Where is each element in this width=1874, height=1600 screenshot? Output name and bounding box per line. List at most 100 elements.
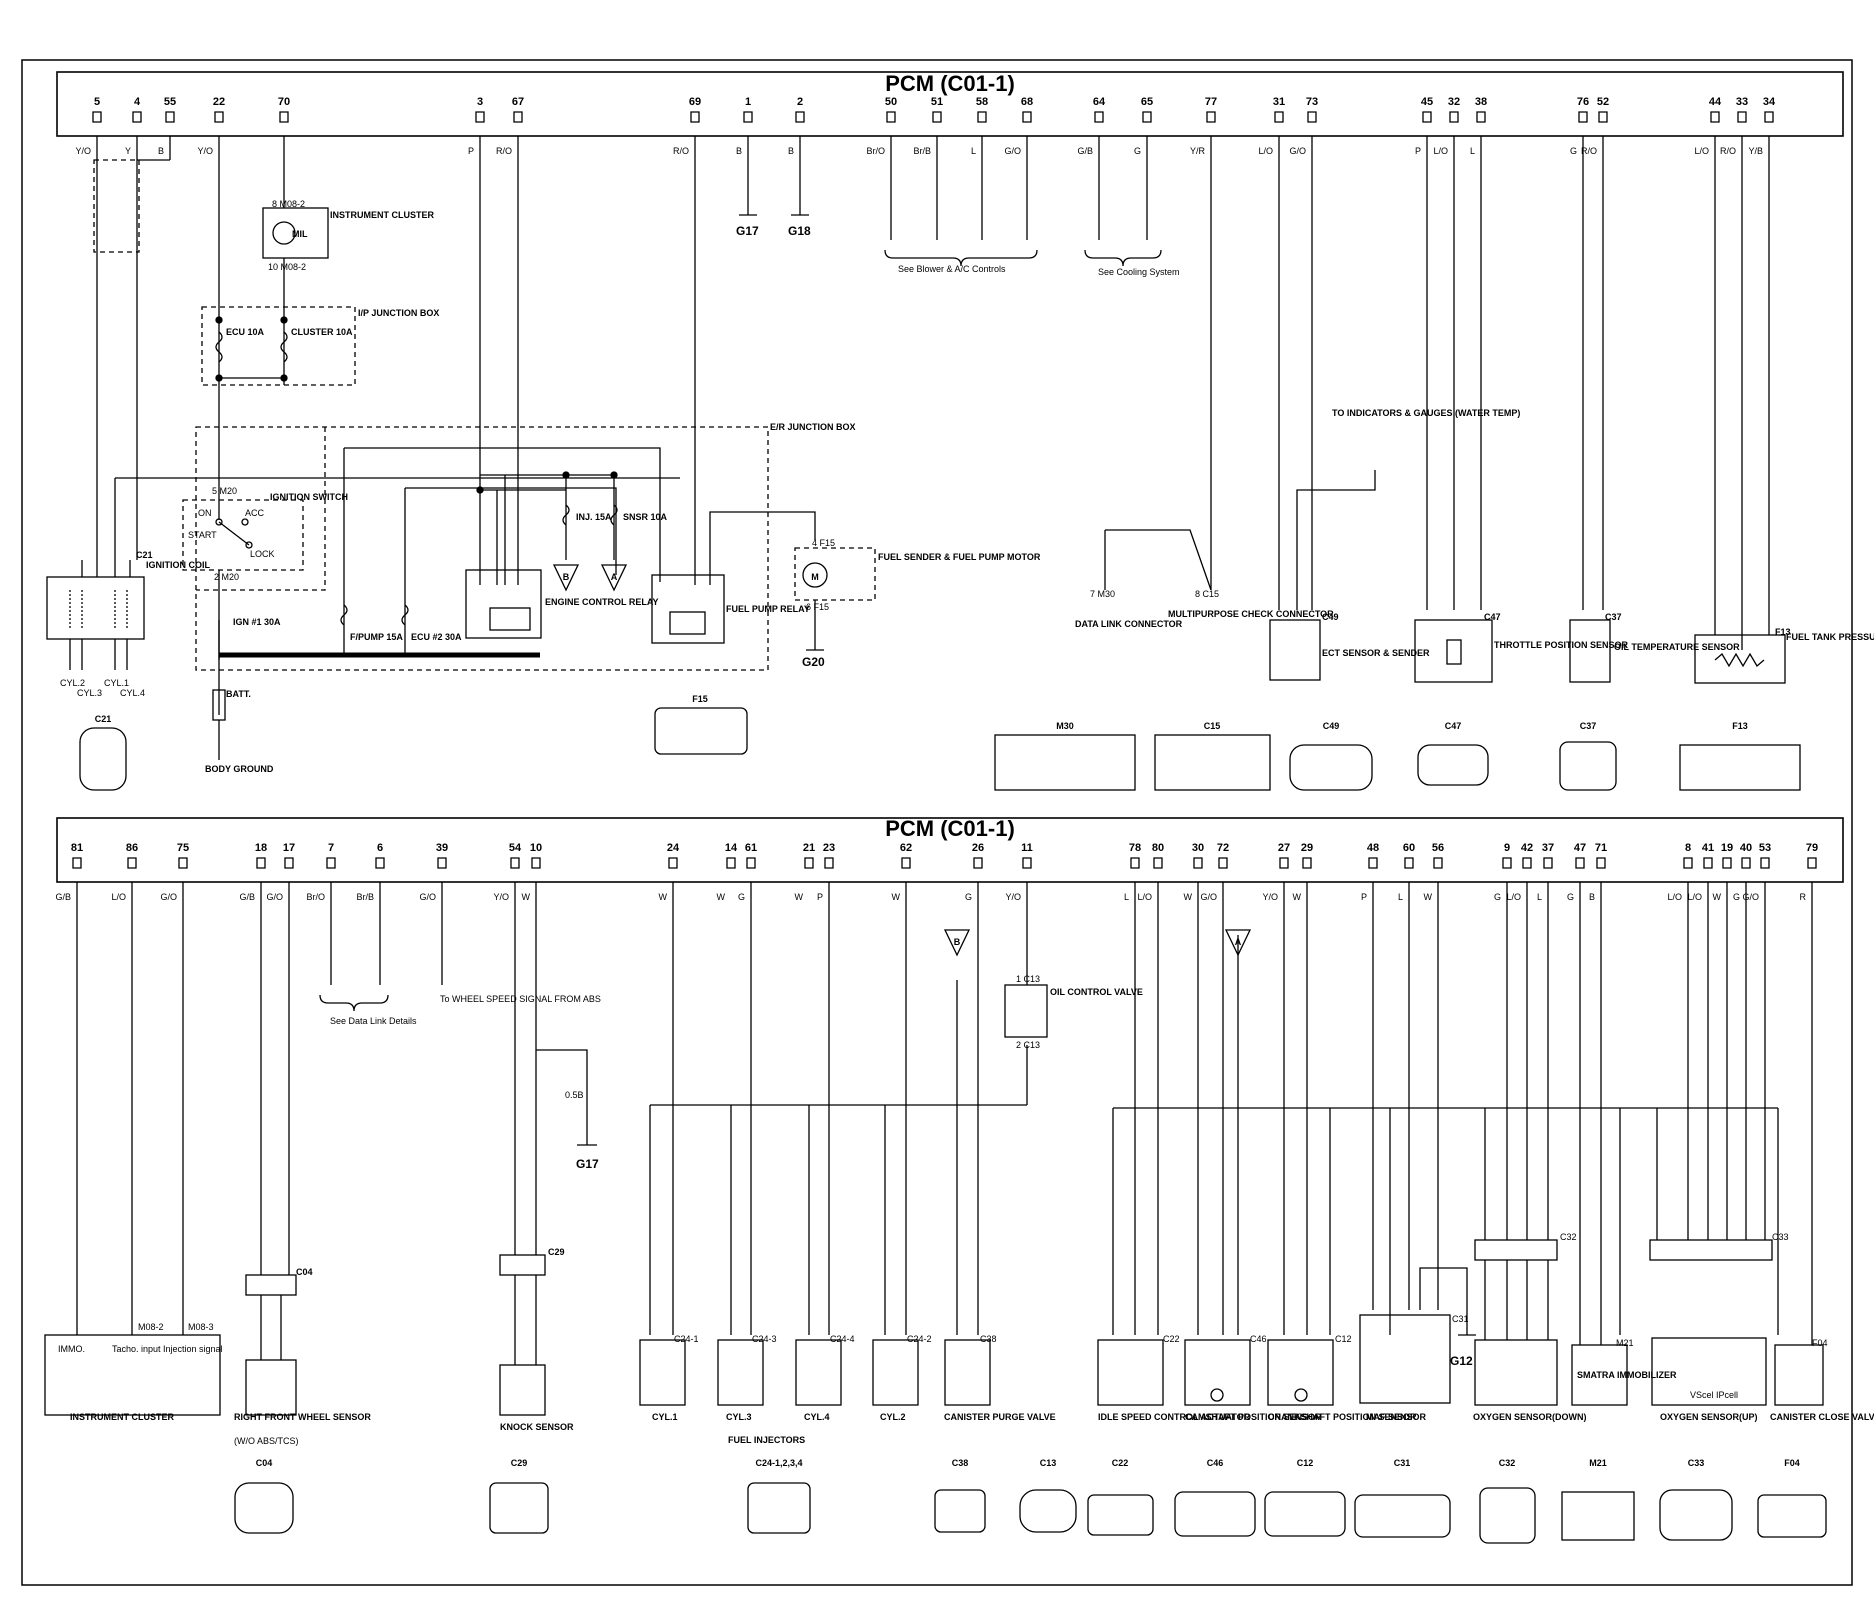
see-data-link-label: See Data Link Details [330, 1016, 417, 1026]
pcm-bottom-pin-53: 53 [1759, 842, 1771, 854]
pcm-top-pin-31: 31 [1273, 96, 1285, 108]
pcm-top-pin-5: 5 [94, 96, 100, 108]
connector-name-c22: C22 [1112, 1458, 1129, 1468]
pcm-bottom-pin-24: 24 [667, 842, 680, 854]
pcm-bottom-wire-color-30: W [1184, 892, 1193, 902]
connector-view-c32 [1479, 1487, 1536, 1544]
marker-a-bottom: A [1235, 937, 1242, 947]
pcm-top-wire-color-50: Br/O [866, 146, 885, 156]
connector-name-c38: C38 [952, 1458, 969, 1468]
oil-temp-sensor-label: OIL TEMPERATURE SENSOR [1614, 642, 1740, 652]
canister-purge-label: CANISTER PURGE VALVE [944, 1412, 1056, 1422]
pcm-top-pin-terminal-65 [1142, 111, 1152, 123]
pcm-bottom-pin-terminal-40 [1741, 857, 1751, 869]
er-junction-box [195, 426, 769, 671]
pcm-bottom-pin-81: 81 [71, 842, 83, 854]
pcm-bottom-pin-8: 8 [1685, 842, 1691, 854]
pcm-top-pin-38: 38 [1475, 96, 1487, 108]
pcm-top-wire-color-55: B [158, 146, 164, 156]
pcm-bottom-pin-11: 11 [1021, 842, 1033, 854]
pcm-top-pin-terminal-70 [279, 111, 289, 123]
pcm-bottom-wire-color-21: W [795, 892, 804, 902]
pcm-bottom-pin-47: 47 [1574, 842, 1586, 854]
pcm-bottom-pin-terminal-78 [1130, 857, 1140, 869]
c04-top-label: C04 [296, 1267, 313, 1277]
f15-bottom-label: 6 F15 [806, 602, 829, 612]
cyl1-bottom-label: CYL.1 [652, 1412, 678, 1422]
pcm-top-wire-color-44: L/O [1694, 146, 1709, 156]
pcm-top-pin-64: 64 [1093, 96, 1106, 108]
pcm-bottom-title: PCM (C01-1) [885, 816, 1015, 841]
pcm-bottom-pin-terminal-86 [127, 857, 137, 869]
pcm-top-wire-color-34: Y/B [1748, 146, 1763, 156]
g17-bottom-label: G17 [576, 1157, 599, 1171]
pcm-top-pin-terminal-33 [1737, 111, 1747, 123]
pcm-top-wire-color-52: R/O [1581, 146, 1597, 156]
injection-signal-label: Injection signal [163, 1344, 223, 1354]
pcm-bottom-wire-color-71: B [1589, 892, 1595, 902]
er-junction-box-label: E/R JUNCTION BOX [770, 422, 856, 432]
connector-name-c04: C04 [256, 1458, 273, 1468]
pcm-top-pin-55: 55 [164, 96, 176, 108]
pcm-bottom-pin-72: 72 [1217, 842, 1229, 854]
pcm-top-pin-1: 1 [745, 96, 751, 108]
data-link-label: DATA LINK CONNECTOR [1075, 619, 1183, 629]
pcm-bottom-wire-color-39: G/O [419, 892, 436, 902]
pcm-top-wire-color-5: Y/O [75, 146, 91, 156]
pcm-top-pin-terminal-32 [1449, 111, 1459, 123]
pcm-bottom-pin-terminal-6 [375, 857, 385, 869]
connector-view-c37 [1559, 741, 1617, 791]
vs-ip-label: VScel IPcell [1690, 1390, 1738, 1400]
m08-2-bottom-label: 10 M08-2 [268, 262, 306, 272]
pcm-bottom-wire-color-19: W [1713, 892, 1722, 902]
connector-name-f13: F13 [1732, 721, 1748, 731]
pcm-top-wire-color-76: G [1570, 146, 1577, 156]
g20-label: G20 [802, 655, 825, 669]
pcm-bottom-pin-30: 30 [1192, 842, 1204, 854]
cyl2-label: CYL.2 [60, 678, 85, 688]
pcm-top-wire-color-68: G/O [1004, 146, 1021, 156]
pcm-bottom-wire-color-81: G/B [55, 892, 71, 902]
connector-name-c21: C21 [95, 714, 112, 724]
pcm-top-pin-2: 2 [797, 96, 803, 108]
pcm-bottom-pin-terminal-19 [1722, 857, 1732, 869]
c46-top-label: C46 [1250, 1334, 1267, 1344]
connector-view-c47 [1417, 744, 1489, 786]
connector-view-f04 [1757, 1494, 1827, 1538]
m30-label: 7 M30 [1090, 589, 1115, 599]
cyl4-label: CYL.4 [120, 688, 145, 698]
pcm-bottom-pin-60: 60 [1403, 842, 1415, 854]
marker-b-bottom: B [954, 937, 961, 947]
cyl3-label: CYL.3 [77, 688, 102, 698]
pcm-top-wire-color-51: Br/B [913, 146, 931, 156]
pcm-bottom-pin-terminal-79 [1807, 857, 1817, 869]
pcm-bottom-wire-color-47: G [1567, 892, 1574, 902]
pcm-bottom-wire-color-79: R [1800, 892, 1807, 902]
connector-view-c31 [1354, 1494, 1451, 1538]
maf-sensor-label: MAF SENSOR [1366, 1412, 1427, 1422]
connector-name-c32: C32 [1499, 1458, 1516, 1468]
c32-top-label: C32 [1560, 1232, 1577, 1242]
pcm-top-pin-terminal-45 [1422, 111, 1432, 123]
pcm-bottom-pin-39: 39 [436, 842, 448, 854]
pcm-top-pin-terminal-68 [1022, 111, 1032, 123]
pcm-bottom-bar: PCM (C01-1) 81G/B86L/O75G/O18G/B17G/O7Br… [55, 816, 1844, 902]
connector-name-c31: C31 [1394, 1458, 1411, 1468]
m20-bottom-label: 2 M20 [214, 572, 239, 582]
pcm-bottom-pin-terminal-14 [726, 857, 736, 869]
pcm-bottom-pin-86: 86 [126, 842, 138, 854]
pcm-bottom-pin-terminal-11 [1022, 857, 1032, 869]
connector-name-m21: M21 [1589, 1458, 1607, 1468]
cyl4-bottom-label: CYL.4 [804, 1412, 830, 1422]
pcm-bottom-pin-79: 79 [1806, 842, 1818, 854]
pcm-top-pin-73: 73 [1306, 96, 1318, 108]
pcm-bottom-pin-terminal-41 [1703, 857, 1713, 869]
pcm-bottom-pin-23: 23 [823, 842, 835, 854]
connector-name-c13: C13 [1040, 1458, 1057, 1468]
wo-abs-label: (W/O ABS/TCS) [234, 1436, 299, 1446]
pcm-bottom-pin-27: 27 [1278, 842, 1290, 854]
to-wheel-speed-label: To WHEEL SPEED SIGNAL FROM ABS [440, 994, 601, 1004]
pcm-bottom-pin-42: 42 [1521, 842, 1533, 854]
pcm-top-wire-color-64: G/B [1077, 146, 1093, 156]
pcm-bottom-wire-color-27: Y/O [1262, 892, 1278, 902]
